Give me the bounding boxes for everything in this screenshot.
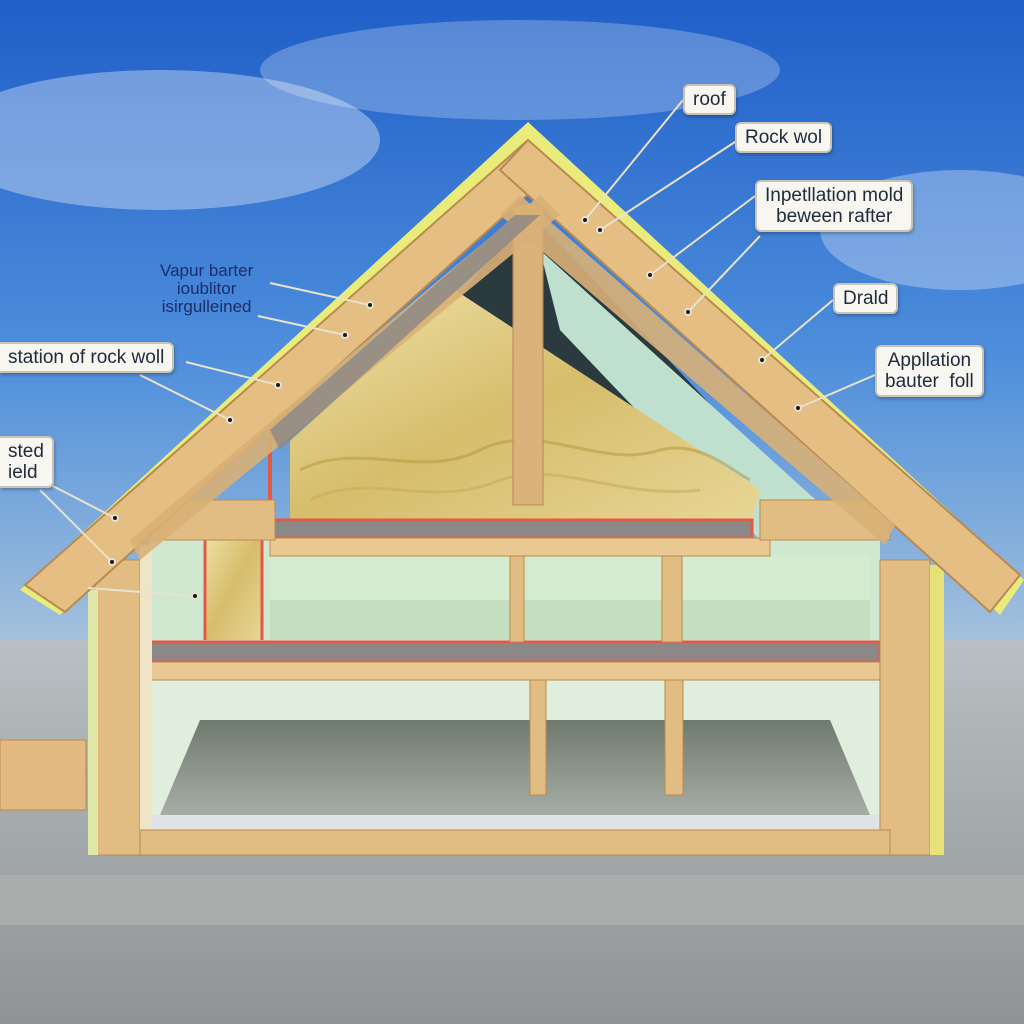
upper-floor-floor xyxy=(270,600,870,640)
ceiling-barrier xyxy=(148,640,882,664)
floor-slab xyxy=(150,815,880,830)
stud xyxy=(509,555,525,643)
wall-rock-wool xyxy=(205,530,263,640)
right-wall-post xyxy=(879,559,931,856)
label-drald: Drald xyxy=(833,283,899,314)
left-wall-post xyxy=(94,559,141,856)
ground-floor-floor xyxy=(160,720,870,815)
label-station-of-rock-wool: station of rock woll xyxy=(0,342,175,373)
stud xyxy=(661,555,683,643)
pavement-strip xyxy=(0,875,1024,925)
sill-beam xyxy=(139,829,891,856)
label-vapor-barrier-floating: Vapur barter ioublitor isirgulleined xyxy=(160,261,254,316)
right-wall-foil xyxy=(930,565,944,855)
side-beam xyxy=(0,739,87,811)
attic-joist xyxy=(269,537,771,557)
right-rafter xyxy=(498,138,1022,614)
label-installation-mold-between-rafter: Inpetllation mold beween rafter xyxy=(755,180,914,232)
cloud xyxy=(0,70,380,210)
king-post xyxy=(512,204,544,506)
stud xyxy=(664,679,684,796)
left-wall-foil xyxy=(88,590,98,855)
label-application-barrier-foil: Appllation bauter foll xyxy=(875,345,984,397)
stud xyxy=(529,679,547,796)
rafter-barrier-strip xyxy=(270,215,540,450)
label-rock-wool: Rock wol xyxy=(735,122,833,153)
leader-lines xyxy=(39,99,876,600)
label-roof: roof xyxy=(683,84,736,115)
cloud xyxy=(260,20,780,120)
attic-right-panel xyxy=(540,250,860,540)
left-wall-sheathing xyxy=(140,545,152,845)
attic-floor-barrier xyxy=(270,518,754,540)
floor-joist xyxy=(149,661,886,681)
label-sted-field: sted ield xyxy=(0,436,54,488)
wool-texture xyxy=(309,472,701,502)
wool-texture xyxy=(299,438,751,482)
inner-rafter-right xyxy=(500,195,895,545)
